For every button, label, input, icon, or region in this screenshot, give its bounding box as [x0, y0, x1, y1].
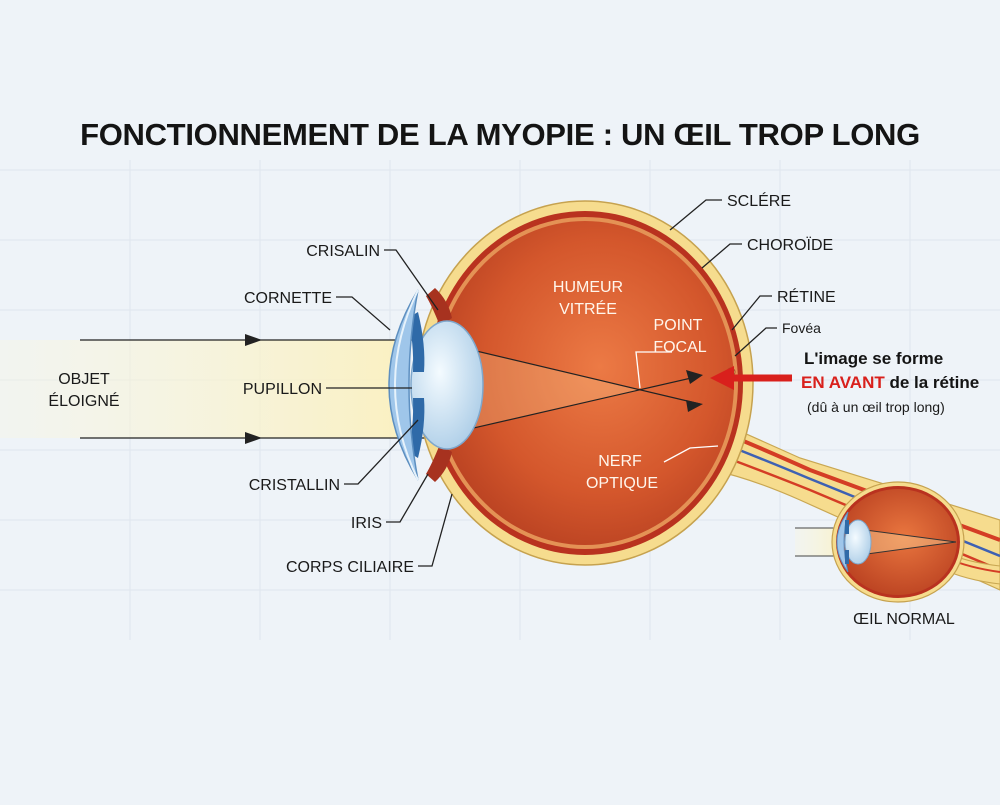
note-highlight: EN AVANT — [801, 373, 885, 392]
ciliary-body-bottom — [426, 444, 452, 482]
label-crisalin: CRISALIN — [306, 243, 380, 260]
note-line3: (dû à un œil trop long) — [807, 399, 945, 415]
normal-eye-inset — [795, 481, 1000, 603]
object-label-line1: OBJET — [58, 371, 110, 388]
label-cristallin: CRISTALLIN — [249, 477, 340, 494]
leader-corps-ciliaire — [418, 493, 453, 567]
label-humeur-vitree-line2: VITRÉE — [559, 299, 617, 318]
label-humeur-vitree-line1: HUMEUR — [553, 279, 623, 296]
leader-retine — [731, 295, 772, 331]
leader-cristallin — [344, 419, 419, 485]
label-point-focal-line2: FOCAL — [653, 339, 706, 356]
label-cornette: CORNETTE — [244, 290, 332, 307]
label-pupillon: PUPILLON — [243, 381, 322, 398]
label-nerf-optique-line1: NERF — [598, 453, 642, 470]
object-label-line2: ÉLOIGNÉ — [48, 391, 119, 410]
leader-crisalin — [384, 249, 439, 311]
label-choroide: CHOROÏDE — [747, 236, 833, 254]
note-line2-rest: de la rétine — [885, 373, 979, 392]
label-point-focal-line1: POINT — [654, 317, 703, 334]
light-beam — [0, 340, 412, 438]
ciliary-body-top — [426, 288, 452, 326]
leader-choroide — [701, 243, 742, 269]
label-fovea: Fovéa — [782, 320, 821, 336]
cornea-highlight — [394, 289, 419, 481]
page-title: FONCTIONNEMENT DE LA MYOPIE : UN ŒIL TRO… — [80, 117, 920, 152]
focal-arrow-icon — [710, 366, 734, 390]
label-iris: IRIS — [351, 515, 382, 532]
ray-arrow-icon — [245, 334, 262, 346]
ray-arrow-icon — [245, 432, 262, 444]
label-nerf-optique-line2: OPTIQUE — [586, 475, 658, 492]
label-corps-ciliaire: CORPS CILIAIRE — [286, 559, 414, 576]
leader-iris — [386, 473, 429, 523]
leader-sclere — [669, 199, 722, 231]
inset-label: ŒIL NORMAL — [853, 611, 955, 628]
note-line1: L'image se forme — [804, 349, 943, 368]
leader-point-focal — [635, 351, 672, 389]
leader-fovea — [734, 327, 777, 357]
label-sclere: SCLÉRE — [727, 191, 791, 210]
note-line2: EN AVANT de la rétine — [801, 373, 979, 392]
leader-nerf-optique — [663, 445, 719, 463]
vitreous-humor — [436, 221, 734, 545]
leader-cornette — [336, 296, 391, 331]
lens — [410, 320, 484, 450]
label-retine: RÉTINE — [777, 287, 836, 306]
